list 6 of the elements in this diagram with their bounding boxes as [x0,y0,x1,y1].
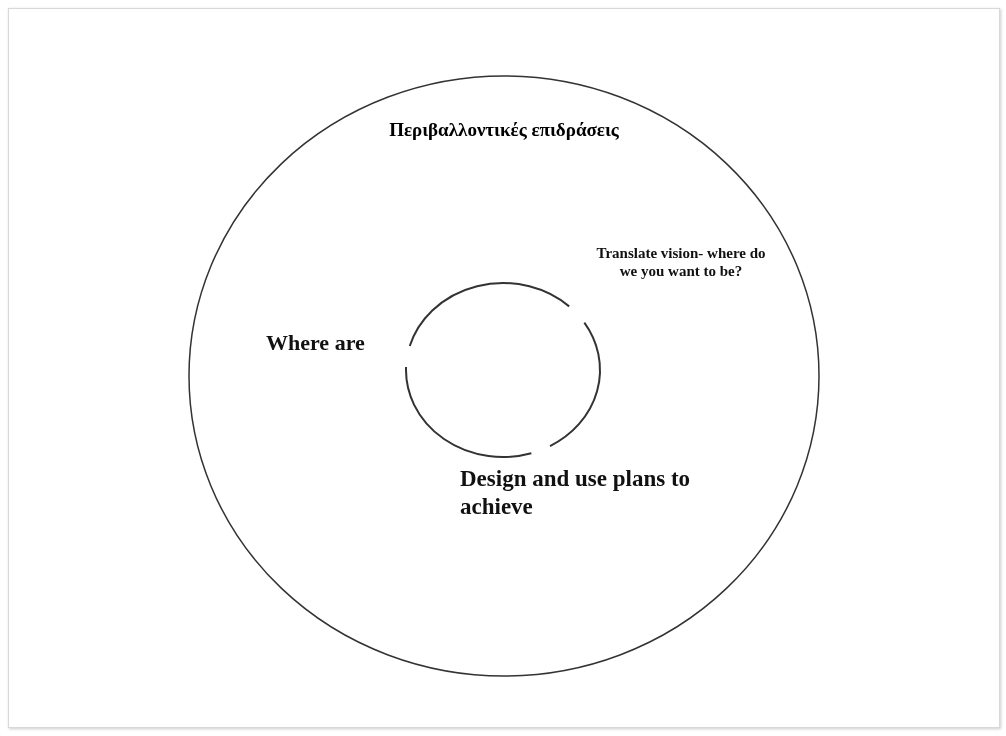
circle-heading: Περιβαλλοντικές επιδράσεις [388,119,620,141]
stage-label: Where are [266,330,366,357]
stage-label: Translate vision- where do we you want to be? [596,244,766,280]
outer-circle [188,75,820,677]
broken-circle [403,280,603,460]
stage-label: Design and use plans to achieve [460,465,692,521]
